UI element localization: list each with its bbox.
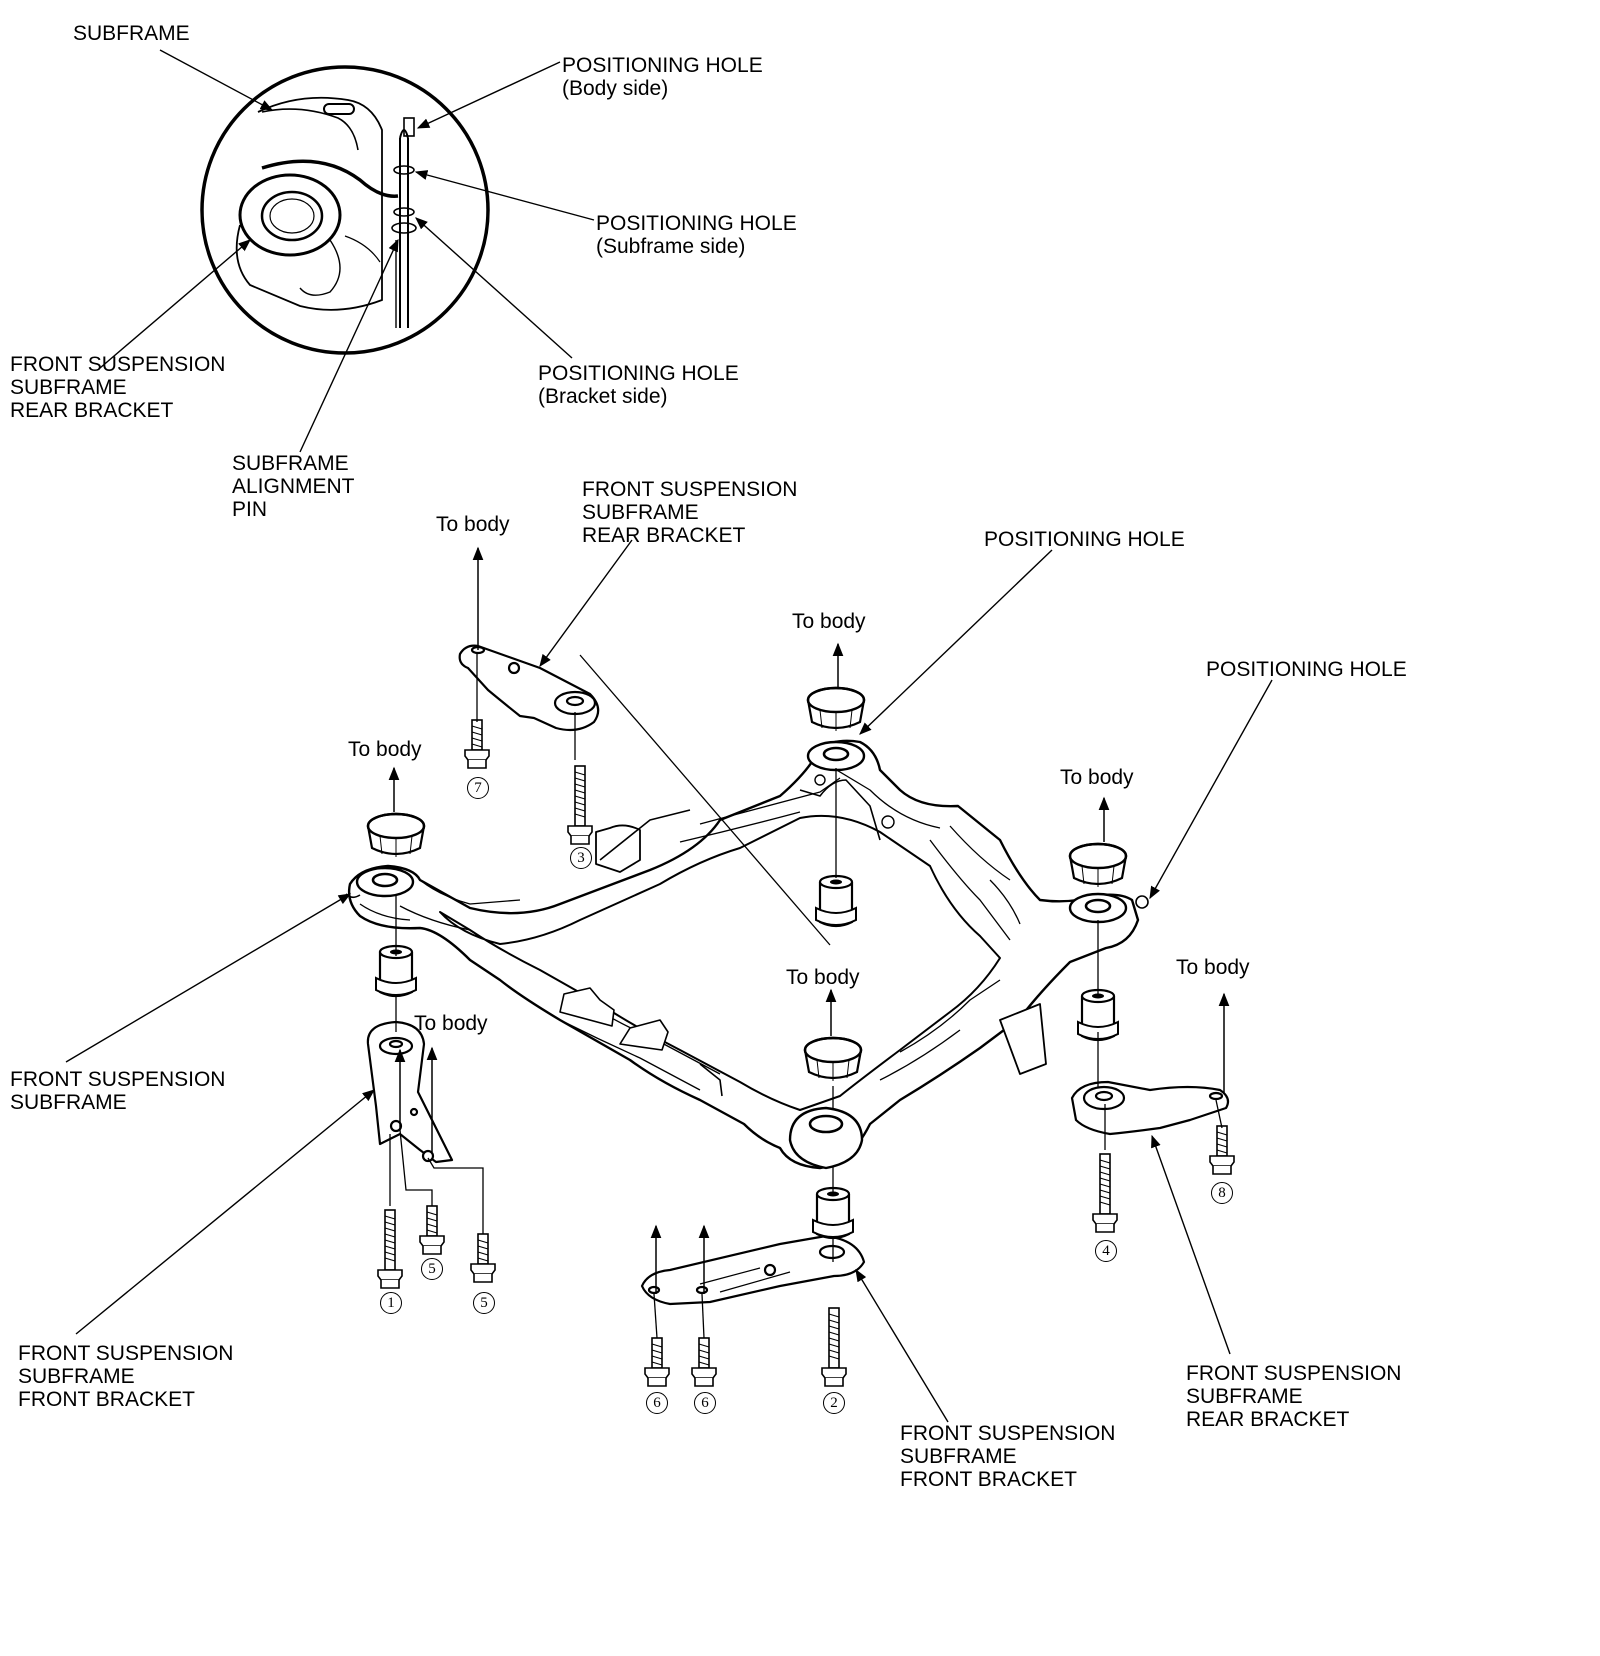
label-to-body-7: To body: [414, 1012, 488, 1035]
bolt-number-8: 8: [1211, 1182, 1233, 1204]
to-body-arrows: [388, 546, 1230, 1294]
label-rear-bracket-left: FRONT SUSPENSION SUBFRAME REAR BRACKET: [582, 478, 797, 547]
label-line: SUBFRAME: [10, 376, 127, 399]
bolt-number-7: 7: [467, 777, 489, 799]
bolt-number-5b: 5: [473, 1292, 495, 1314]
detail-view: [200, 65, 490, 355]
label-line: FRONT SUSPENSION: [582, 478, 798, 501]
label-front-bracket-left: FRONT SUSPENSION SUBFRAME FRONT BRACKET: [18, 1342, 233, 1411]
bolt-number-6b: 6: [694, 1392, 716, 1414]
label-line: FRONT SUSPENSION: [18, 1342, 234, 1365]
label-line: FRONT SUSPENSION: [900, 1422, 1116, 1445]
label-line: (Bracket side): [538, 385, 668, 408]
label-subframe: SUBFRAME: [73, 22, 190, 45]
label-to-body-1: To body: [436, 513, 510, 536]
label-to-body-3: To body: [348, 738, 422, 761]
leader-lines: [65, 49, 1273, 1423]
label-line: REAR BRACKET: [10, 399, 174, 422]
label-line: FRONT SUSPENSION: [10, 1068, 226, 1091]
bolt-number-1: 1: [380, 1292, 402, 1314]
label-line: FRONT BRACKET: [900, 1468, 1077, 1491]
label-line: REAR BRACKET: [582, 524, 746, 547]
label-line: PIN: [232, 498, 268, 521]
label-line: REAR BRACKET: [1186, 1408, 1350, 1431]
label-positioning-hole-subframe-side: POSITIONING HOLE (Subframe side): [596, 212, 797, 258]
label-line: (Subframe side): [596, 235, 746, 258]
label-subframe-alignment-pin: SUBFRAME ALIGNMENT PIN: [232, 452, 355, 521]
label-line: ALIGNMENT: [232, 475, 355, 498]
label-line: POSITIONING HOLE: [596, 212, 797, 235]
label-to-body-5: To body: [786, 966, 860, 989]
label-line: FRONT SUSPENSION: [10, 353, 226, 376]
label-line: POSITIONING HOLE: [562, 54, 763, 77]
label-line: SUBFRAME: [900, 1445, 1017, 1468]
label-positioning-hole-bracket-side: POSITIONING HOLE (Bracket side): [538, 362, 739, 408]
assembly-lines: [389, 652, 1223, 1339]
brackets: [366, 644, 1230, 1306]
bolt-number-4: 4: [1095, 1240, 1117, 1262]
label-to-body-2: To body: [792, 610, 866, 633]
label-front-bracket-center: FRONT SUSPENSION SUBFRAME FRONT BRACKET: [900, 1422, 1115, 1491]
label-line: (Body side): [562, 77, 669, 100]
label-line: SUBFRAME: [1186, 1385, 1303, 1408]
label-line: SUBFRAME: [232, 452, 349, 475]
label-positioning-hole-right: POSITIONING HOLE: [1206, 658, 1407, 681]
label-line: POSITIONING HOLE: [538, 362, 739, 385]
label-positioning-hole-body-side: POSITIONING HOLE (Body side): [562, 54, 763, 100]
label-rear-bracket-right: FRONT SUSPENSION SUBFRAME REAR BRACKET: [1186, 1362, 1401, 1431]
label-to-body-6: To body: [1176, 956, 1250, 979]
label-front-suspension-subframe: FRONT SUSPENSION SUBFRAME: [10, 1068, 225, 1114]
label-line: FRONT SUSPENSION: [1186, 1362, 1402, 1385]
bolt-number-2: 2: [823, 1392, 845, 1414]
bolt-number-3: 3: [570, 847, 592, 869]
label-line: SUBFRAME: [10, 1091, 127, 1114]
subframe-body: [345, 739, 1149, 1170]
label-line: SUBFRAME: [582, 501, 699, 524]
bolt-number-6a: 6: [646, 1392, 668, 1414]
label-line: SUBFRAME: [18, 1365, 135, 1388]
label-line: FRONT BRACKET: [18, 1388, 195, 1411]
label-positioning-hole-left: POSITIONING HOLE: [984, 528, 1185, 551]
bolt-number-5a: 5: [421, 1258, 443, 1280]
label-to-body-4: To body: [1060, 766, 1134, 789]
label-detail-rear-bracket: FRONT SUSPENSION SUBFRAME REAR BRACKET: [10, 353, 225, 422]
